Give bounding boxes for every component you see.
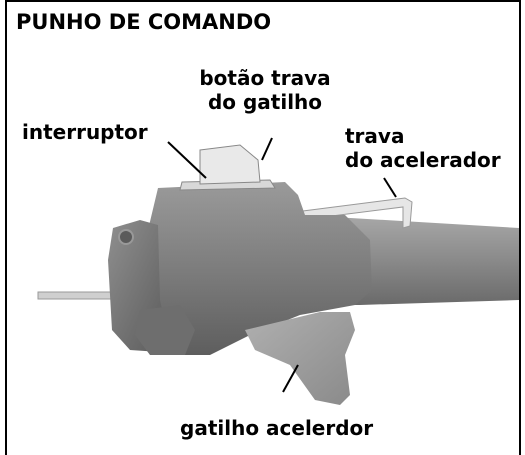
label-trava-acelerador-line1: trava [345,124,405,148]
grip-bulge [135,305,195,355]
label-interruptor: interruptor [22,120,148,144]
label-botao-trava-line2: do gatilho [207,90,323,114]
frame-border-top [5,0,521,2]
leader-gatilho [282,364,299,393]
leader-trava-acelerador [383,177,397,198]
end-cap-screw [118,229,134,245]
label-trava-acelerador-line2: do acelerador [345,148,501,172]
label-botao-trava: botão trava do gatilho [190,66,340,114]
label-trava-acelerador: trava do acelerador [345,124,501,172]
handle-body [145,182,372,355]
label-botao-trava-line1: botão trava [199,66,331,90]
cable [37,291,119,300]
label-gatilho: gatilho acelerdor [180,416,374,440]
leader-interruptor [167,141,207,179]
trigger-lock-button [199,144,261,185]
diagram-title: PUNHO DE COMANDO [16,10,272,34]
frame-border-right [519,0,521,455]
leader-botao-trava [261,137,273,161]
throttle-trigger [245,312,355,405]
frame-border-left [5,0,7,455]
